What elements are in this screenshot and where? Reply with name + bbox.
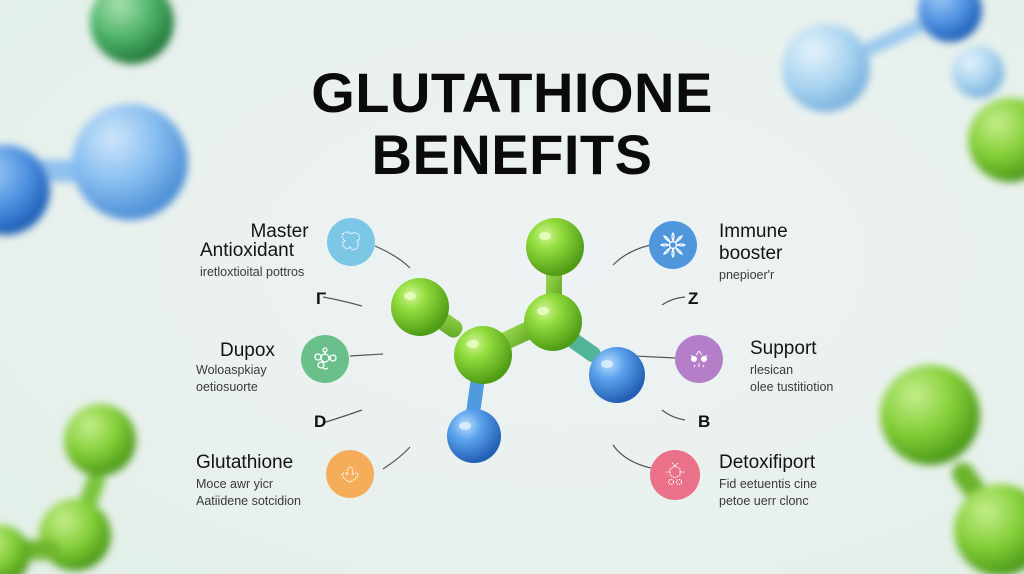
marker-left-top: Γ (316, 289, 327, 308)
benefit-glutathione: Glutathione Moce awr yicr Aatiidene sotc… (196, 452, 301, 510)
benefit-subtext: iretloxtioital pottros (200, 265, 305, 279)
page-title: GLUTATHIONE BENEFITS (0, 62, 1024, 186)
molecule-ring-icon (301, 335, 349, 383)
benefit-detoxifiport: Detoxifiport Fid eetuentis cine petoe ue… (719, 452, 817, 510)
benefit-support: Support rlesican olee tustitiotion (750, 338, 833, 396)
title-line-1: GLUTATHIONE (311, 61, 713, 124)
benefit-subtext: pnepioer'r (719, 268, 775, 282)
benefit-heading: Antioxidant (200, 240, 295, 261)
molecule-hex-icon (650, 450, 700, 500)
benefit-master-antioxidant: Master (222, 221, 337, 243)
molecule-cluster-icon (327, 218, 375, 266)
benefit-heading: Glutathione (196, 452, 294, 473)
benefit-subtext: Fid eetuentis cine (719, 477, 817, 491)
benefit-subtext: rlesican (750, 363, 794, 377)
benefit-heading: Dupox (220, 340, 275, 361)
molecule-star-icon (675, 335, 723, 383)
benefit-heading: Immune (719, 221, 788, 242)
title-line-2: BENEFITS (371, 123, 653, 186)
benefit-master-antioxidant-cont: Antioxidant iretloxtioital pottros (200, 240, 304, 281)
marker-right-bottom: B (698, 412, 711, 431)
benefit-subtext: petoe uerr clonc (719, 494, 809, 508)
marker-left-bottom: D (314, 412, 327, 431)
benefit-immune-booster: Immune booster pnepioer'r (719, 221, 788, 284)
flower-icon (649, 221, 697, 269)
benefit-dupox: Dupox (220, 340, 275, 362)
connector-lines (322, 244, 686, 470)
benefit-subtext: olee tustitiotion (750, 380, 834, 394)
molecule-branch-icon (326, 450, 374, 498)
benefit-subtext: oetiosuorte (196, 380, 258, 394)
marker-right-top: Z (688, 289, 699, 308)
benefit-subtext: Moce awr yicr (196, 477, 274, 491)
benefit-heading: Detoxifiport (719, 452, 816, 473)
benefit-dupox-sub: Woloaspkiay oetiosuorte (196, 360, 267, 396)
benefit-subtext: Woloaspkiay (196, 363, 267, 377)
benefit-heading: Support (750, 338, 817, 359)
benefit-heading: booster (719, 243, 783, 264)
central-molecule (391, 218, 645, 463)
benefit-subtext: Aatiidene sotcidion (196, 494, 301, 508)
benefit-heading: Master (250, 221, 309, 242)
